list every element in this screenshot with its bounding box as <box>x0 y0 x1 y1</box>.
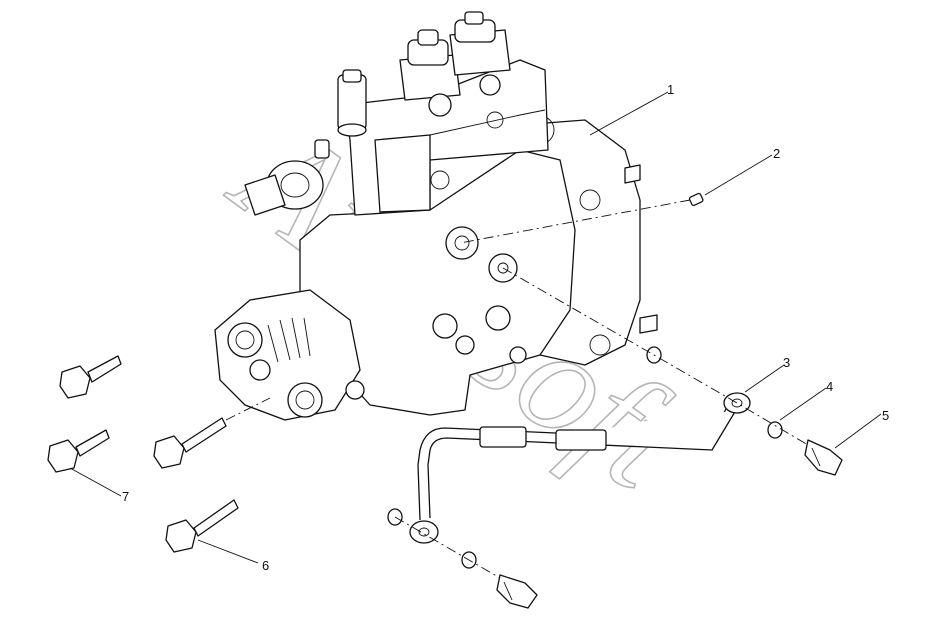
part-7-bolt-lower <box>47 429 110 473</box>
leader-lines <box>69 91 882 564</box>
part-2-plug <box>688 192 704 207</box>
center-lines <box>225 199 809 579</box>
solenoid-valve <box>244 139 330 216</box>
part-6-bolt <box>165 499 239 553</box>
callout-1: 1 <box>667 82 674 97</box>
gear-pump-front <box>214 289 365 421</box>
part-7-bolt-upper <box>59 355 122 399</box>
pressure-sensor <box>337 69 367 137</box>
part-3-fuel-pipe <box>409 392 751 544</box>
callout-7: 7 <box>122 489 129 504</box>
part-1-pump-assembly <box>214 11 658 421</box>
callout-6: 6 <box>262 558 269 573</box>
callout-4: 4 <box>826 379 833 394</box>
part-7-bolt-middle <box>153 417 227 469</box>
banjo-port <box>432 226 518 339</box>
callout-5: 5 <box>882 408 889 423</box>
valve-stack-right <box>449 11 511 96</box>
valve-stack-left <box>399 29 461 117</box>
callout-2: 2 <box>773 146 780 161</box>
part-5-banjo-bolts <box>496 439 843 609</box>
callout-3: 3 <box>783 355 790 370</box>
